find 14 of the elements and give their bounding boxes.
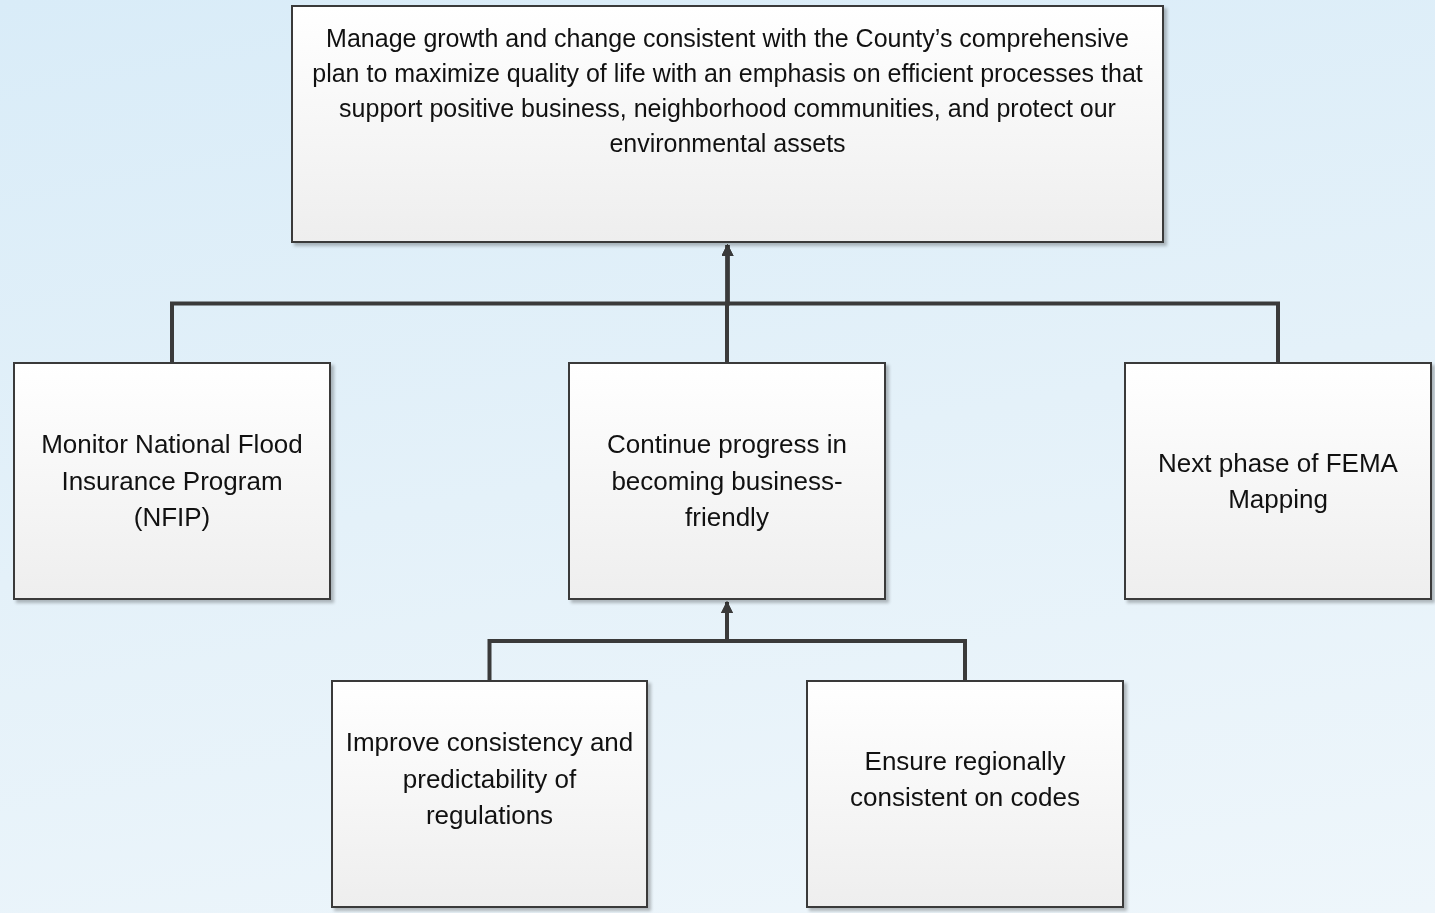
box-text: Next phase of FEMA Mapping (1157, 446, 1399, 516)
connector-arrow (721, 601, 967, 680)
goal-box (331, 680, 648, 908)
goal-box (291, 5, 1164, 243)
goal-box (1124, 362, 1432, 600)
goal-box (806, 680, 1124, 908)
box-text: Continue progress in becoming business-friendly (606, 428, 848, 535)
box-text: Manage growth and change consistent with the County’s comprehensive plan to maximize quality of life with an emphasis on efficient processes that support positive business, neighborhood communities, and protect our environmental assets (311, 23, 1144, 159)
box-text: Monitor National Flood Insurance Program (NFIP) (40, 428, 304, 535)
box-text: Improve consistency and predictability of regulations (345, 726, 634, 833)
goal-box (13, 362, 331, 600)
goal-box (568, 362, 886, 600)
box-text: Ensure regionally consistent on codes (849, 744, 1081, 814)
connector-arrow (721, 244, 1280, 362)
